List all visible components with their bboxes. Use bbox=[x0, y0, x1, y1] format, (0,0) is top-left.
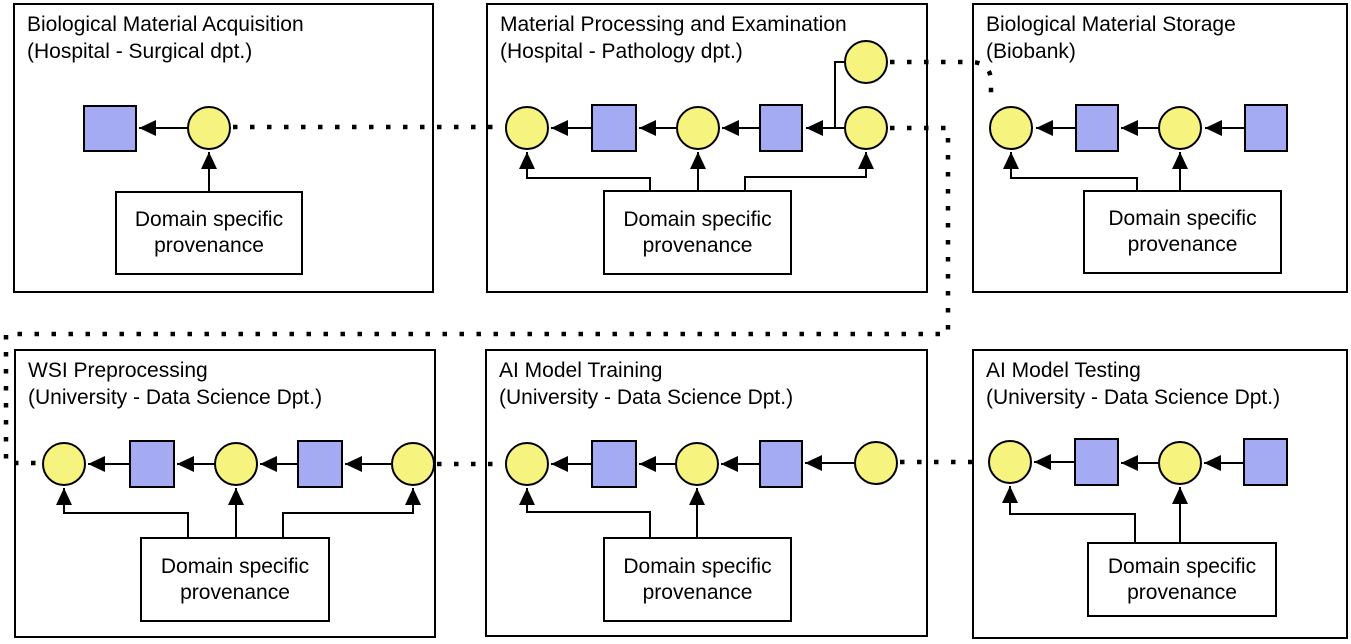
zone-title-line1: AI Model Training bbox=[499, 359, 663, 382]
zone-biological-material-storage: Biological Material Storage (Biobank) Do… bbox=[972, 3, 1348, 293]
zone-title-line1: AI Model Testing bbox=[986, 359, 1141, 382]
provenance-label: Domain specific provenance bbox=[134, 208, 284, 257]
zone-material-processing-and-examination: Material Processing and Examination (Hos… bbox=[486, 3, 928, 293]
zone-title-line2: (University - Data Science Dpt.) bbox=[28, 386, 323, 409]
zone-title-line1: Material Processing and Examination bbox=[500, 13, 847, 36]
zone-title-line1: Biological Material Acquisition bbox=[27, 13, 304, 36]
zone-title-line1: Biological Material Storage bbox=[986, 13, 1236, 36]
provenance-label-box: Domain specific provenance bbox=[115, 191, 303, 275]
zone-title: Biological Material Acquisition (Hospita… bbox=[15, 5, 432, 65]
provenance-label-box: Domain specific provenance bbox=[140, 537, 330, 622]
zone-title-line1: WSI Preprocessing bbox=[28, 359, 208, 382]
zone-title-line2: (University - Data Science Dpt.) bbox=[499, 386, 794, 409]
zone-ai-model-training: AI Model Training (University - Data Sci… bbox=[485, 349, 928, 637]
provenance-label: Domain specific provenance bbox=[623, 207, 772, 257]
zone-title: AI Model Training (University - Data Sci… bbox=[487, 351, 926, 411]
zone-title: Material Processing and Examination (Hos… bbox=[488, 5, 926, 65]
provenance-label: Domain specific provenance bbox=[1107, 554, 1257, 604]
provenance-label-box: Domain specific provenance bbox=[603, 537, 792, 622]
provenance-label-box: Domain specific provenance bbox=[1087, 542, 1277, 617]
provenance-label: Domain specific provenance bbox=[1108, 207, 1257, 256]
zone-title-line2: (Biobank) bbox=[986, 40, 1076, 63]
zone-title-line2: (Hospital - Surgical dpt.) bbox=[27, 40, 253, 63]
zone-title: Biological Material Storage (Biobank) bbox=[974, 5, 1346, 65]
zone-title-line2: (Hospital - Pathology dpt.) bbox=[500, 40, 743, 63]
zone-title: AI Model Testing (University - Data Scie… bbox=[974, 351, 1346, 411]
zone-biological-material-acquisition: Biological Material Acquisition (Hospita… bbox=[13, 3, 434, 293]
zone-wsi-preprocessing: WSI Preprocessing (University - Data Sci… bbox=[14, 349, 436, 638]
provenance-label: Domain specific provenance bbox=[623, 554, 772, 604]
provenance-label-box: Domain specific provenance bbox=[1083, 190, 1282, 274]
zone-ai-model-testing: AI Model Testing (University - Data Scie… bbox=[972, 349, 1348, 639]
provenance-label-box: Domain specific provenance bbox=[603, 190, 792, 275]
zone-title: WSI Preprocessing (University - Data Sci… bbox=[16, 351, 434, 411]
zone-title-line2: (University - Data Science Dpt.) bbox=[986, 386, 1281, 409]
provenance-label: Domain specific provenance bbox=[160, 554, 310, 604]
